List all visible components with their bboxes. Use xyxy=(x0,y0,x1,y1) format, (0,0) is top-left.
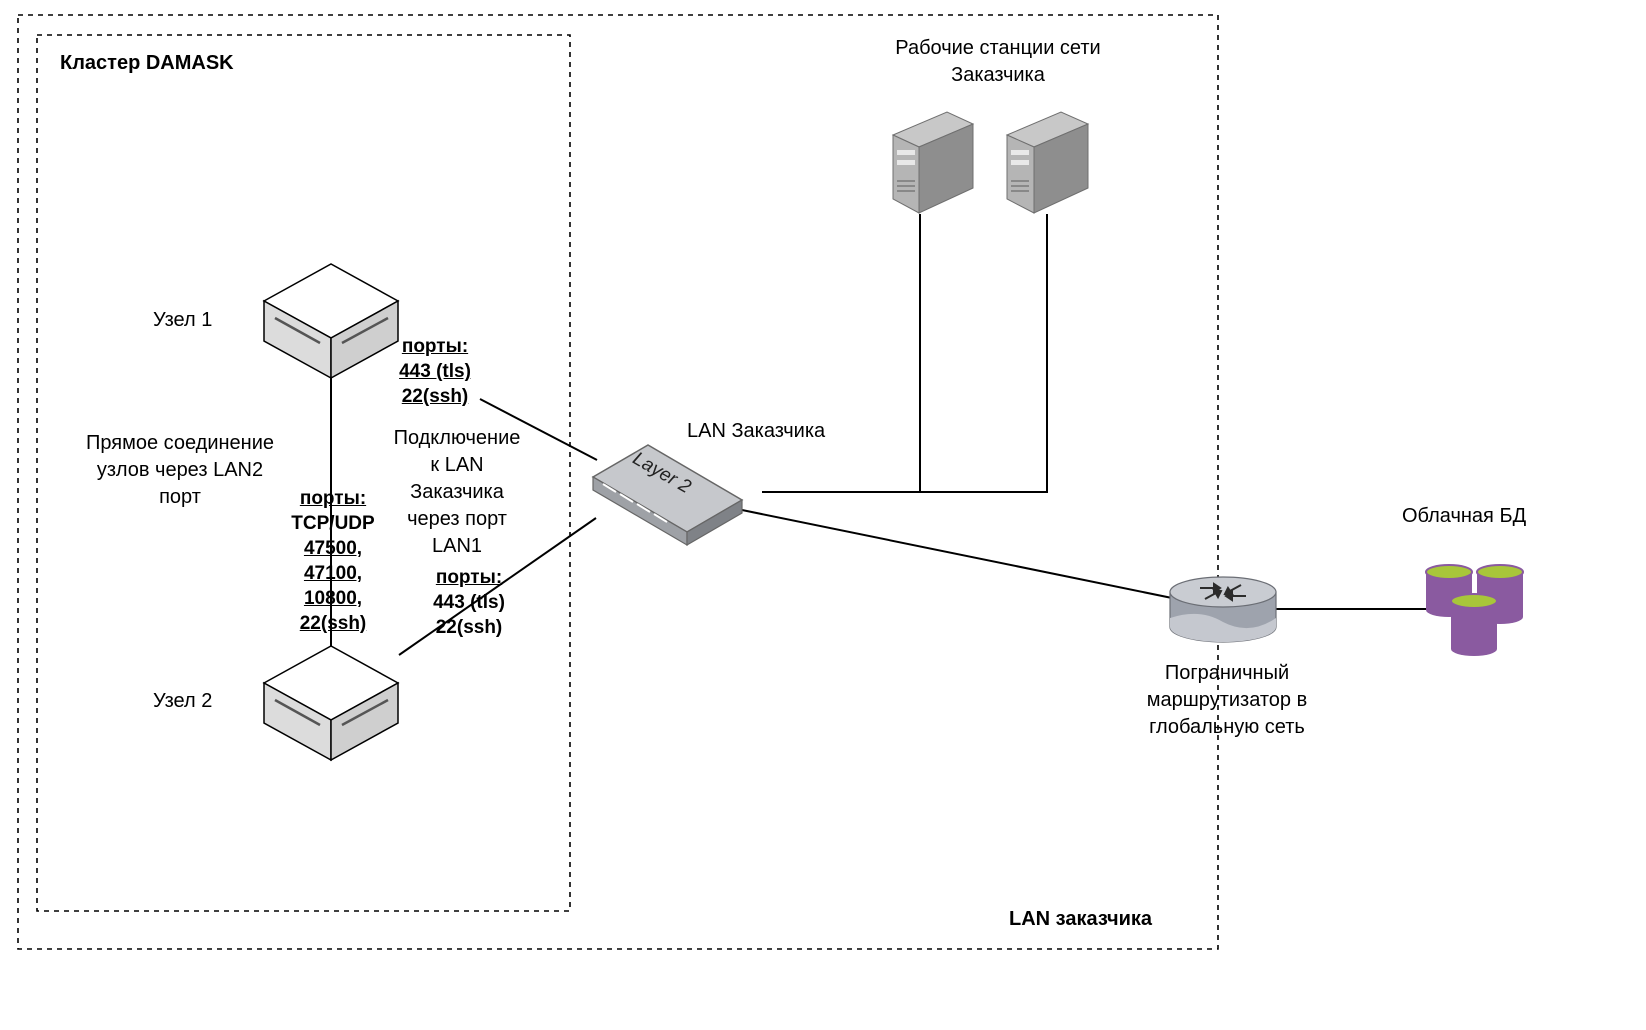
node2-switch-link xyxy=(398,517,597,656)
cluster-boundary xyxy=(36,34,571,912)
node2-ports-label: порты: 443 (tls) 22(ssh) xyxy=(433,567,505,638)
cloud-db-label: Облачная БД xyxy=(1402,505,1527,527)
connections xyxy=(330,214,1428,656)
customer-lan-boundary xyxy=(17,14,1219,950)
node1-icon[interactable] xyxy=(262,263,400,380)
switch-icon[interactable]: Layer 2 xyxy=(591,444,744,547)
customer-lan-title: LAN заказчика xyxy=(1009,908,1153,930)
cloud-db-icon[interactable] xyxy=(1425,564,1524,656)
workstations-label: Рабочие станции сети Заказчика xyxy=(895,37,1101,86)
cluster-title: Кластер DAMASK xyxy=(60,52,234,74)
node2-icon[interactable] xyxy=(262,645,400,762)
lan1-connection-note: Подключение к LAN Заказчика через порт L… xyxy=(393,427,521,557)
workstation-server-icon[interactable] xyxy=(891,111,975,214)
router-label: Пограничный маршрутизатор в глобальную с… xyxy=(1146,662,1308,738)
node2-label: Узел 2 xyxy=(153,690,213,712)
node1-label: Узел 1 xyxy=(153,309,213,331)
node1-ports-label: порты: 443 (tls) 22(ssh) xyxy=(399,336,471,407)
direct-connection-note: Прямое соединение узлов через LAN2 порт xyxy=(85,432,275,508)
switch-workstations-link xyxy=(762,214,1048,493)
node1-switch-link xyxy=(479,398,598,461)
switch-label: LAN Заказчика xyxy=(687,420,826,442)
cluster-ports-label: порты: TCP/UDP 47500, 47100, 10800, 22(s… xyxy=(291,488,375,634)
router-icon[interactable] xyxy=(1169,576,1277,643)
workstation-server-icon[interactable] xyxy=(1005,111,1090,214)
switch-router-link xyxy=(741,509,1173,599)
